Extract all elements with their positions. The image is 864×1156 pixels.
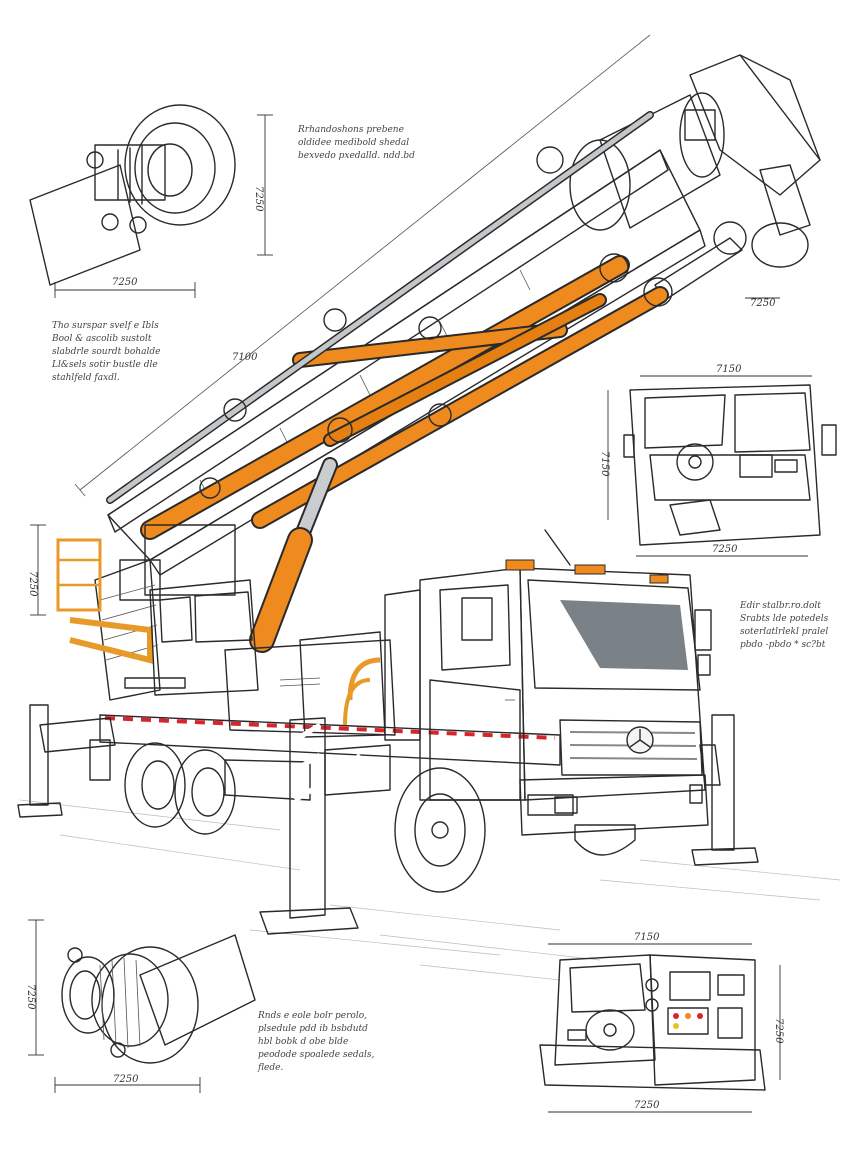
note-bottom-5: flede. (257, 1063, 283, 1073)
note-bottom-2: plsedule pdd ib bsbdutd (258, 1024, 368, 1034)
note-right-3: soterlatlrlekl pralel (740, 627, 828, 637)
ground-shading (19, 799, 841, 981)
pipe-detail-dimensions (54, 114, 273, 298)
coupling-width-label: 7250 (113, 1074, 139, 1085)
boom-orange-pipes (140, 253, 673, 540)
boom-grey-rails (106, 111, 654, 504)
side-mirror (694, 609, 712, 676)
pipe-joint-detail (29, 104, 236, 286)
note-left-5: stahlfeld faxdl. (52, 373, 120, 383)
coupling-height-label: 7250 (25, 984, 36, 1010)
tip-dimension-label: 7250 (750, 298, 776, 309)
front-right-wheel (574, 824, 636, 856)
boom-cylinder-head (569, 92, 725, 231)
console-dimensions (548, 943, 781, 1113)
console-bottom-label: 7250 (634, 1100, 660, 1111)
note-left-3: slabdrle sourdt bohalde (52, 347, 160, 357)
rear-left-outrigger (17, 704, 116, 818)
pipe-detail-height-label: 7250 (253, 186, 264, 212)
cab-detail-dimensions (607, 375, 812, 557)
note-right-4: pbdo -pbdo * sc?bt (740, 640, 826, 650)
cab-detail-bottom-label: 7250 (712, 544, 738, 555)
truck-chassis (99, 589, 561, 801)
note-right-1: Edir stalbr.ro.dolt (739, 601, 821, 611)
turret-assembly (94, 524, 236, 701)
note-top-right-2: oldidee medibold shedal (298, 138, 409, 148)
boom-length-label: 7100 (232, 352, 258, 363)
console-detail (539, 954, 766, 1091)
note-left-2: Bool & ascolib sustolt (51, 334, 152, 344)
boom-tip-gearbox (654, 54, 821, 301)
truck-cab (419, 529, 706, 801)
note-bottom-4: peodode spoalede sedals, (258, 1050, 375, 1060)
note-top-right-3: bexvedo pxedalld. ndd.bd (298, 151, 415, 161)
note-right-2: Srabts lde potedels (740, 614, 829, 624)
note-left-4: Ll&sels sotir bustle dle (51, 360, 158, 370)
rear-wheel-2 (174, 749, 236, 835)
console-height-label: 7250 (773, 1018, 784, 1044)
crane-operator-cab (124, 579, 259, 696)
truck-grille (559, 719, 703, 776)
note-left-1: Tho surspar svelf e Ibls (52, 321, 159, 331)
lift-hydraulic-cylinder (249, 457, 338, 653)
coupling-detail (61, 934, 256, 1064)
turret-platform-railing (56, 538, 153, 664)
front-left-outrigger (259, 717, 391, 935)
coupling-dimensions (28, 919, 201, 1093)
note-bottom-3: hbl bobk d obe blde (258, 1037, 348, 1047)
boom-length-dimension (74, 34, 651, 497)
turret-height-label: 7250 (27, 571, 38, 597)
rear-wheel-1 (124, 742, 186, 828)
truck-bumper (519, 774, 709, 836)
note-bottom-1: Rnds e eole bolr perolo, (257, 1011, 367, 1021)
console-top-label: 7150 (634, 932, 660, 943)
note-top-right-1: Rrhandoshons prebene (297, 125, 404, 135)
cab-detail-height-label: 7150 (599, 451, 610, 477)
cab-interior-detail (623, 384, 837, 546)
front-wheel (394, 767, 486, 893)
pipe-detail-width-label: 7250 (112, 277, 138, 288)
cab-detail-width-label: 7150 (716, 364, 742, 375)
